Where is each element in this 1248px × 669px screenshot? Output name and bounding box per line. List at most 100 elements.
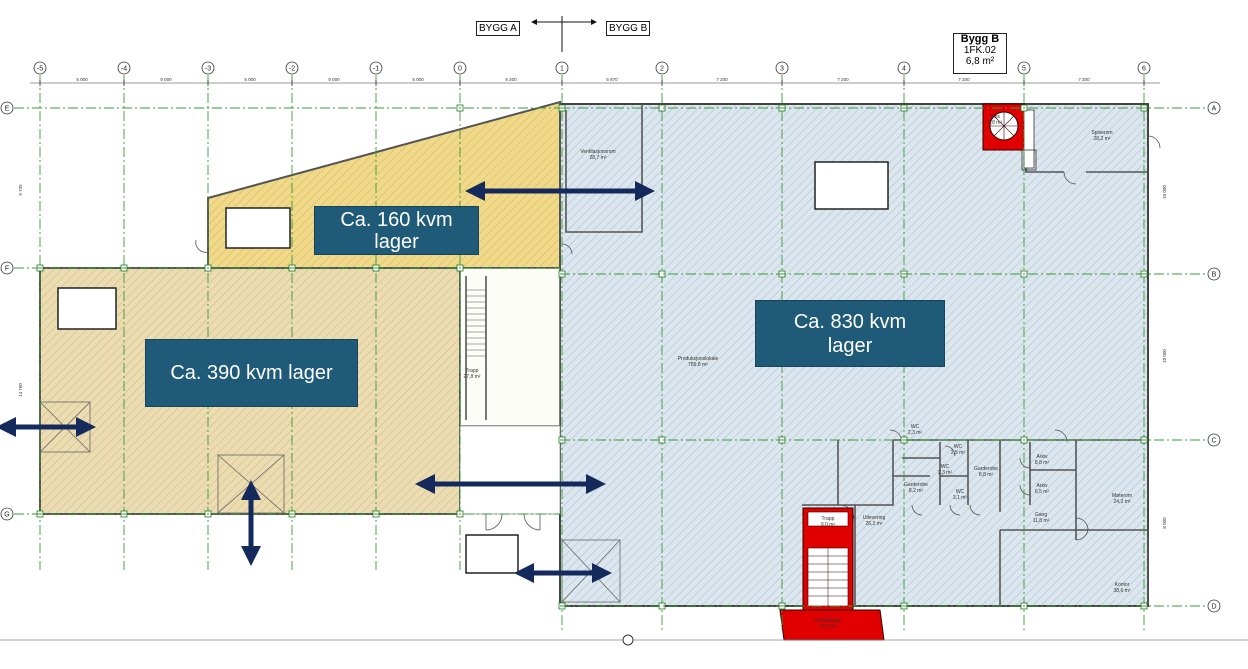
grid-label-row: G [4,512,9,519]
room-area: 28,7 m² [590,155,607,161]
row-dimension: 9 735 [18,184,23,196]
grid-label-col: -3 [205,66,211,73]
grid-label-col: 2 [660,66,664,73]
grid-bubble-row [0,261,14,275]
span-dimension: 7 200 [958,77,970,82]
room-area: 3,1 m² [953,495,968,501]
building-info-box: Bygg B 1FK.02 6,8 m² [953,33,1007,74]
skylight-left [57,287,117,330]
grid-bubble-row [1207,433,1221,447]
room-name: Trapp [822,516,835,522]
skylight-top [225,207,291,249]
grid-bubble-col [453,61,467,75]
grid-label-row: C [1211,438,1216,445]
grid-bubble-col [1017,61,1031,75]
room-name: Kontor [1115,582,1130,588]
building-divider [531,16,597,52]
grid-bubble-col [775,61,789,75]
room-name: Produksjonslokale [678,356,719,362]
room-name: Møterom [1112,493,1132,499]
skylight-outside [465,534,519,574]
span-dimension: 5 000 [328,77,340,82]
grid-label-row: B [1212,272,1217,279]
room-area: 2,5 m² [951,450,966,456]
room-name: Arkiv [1036,483,1048,489]
room-area: 6,5 m² [1035,489,1050,495]
row-dimension: 10 000 [1162,349,1167,363]
room-area: 789,8 m² [688,362,708,368]
stair-hall [459,267,561,427]
grid-label-row: D [1211,604,1216,611]
span-dimension: 5 000 [76,77,88,82]
room-area: 11,8 m² [1033,518,1050,524]
room-area: 8,2 m² [909,488,924,494]
room-name: Hovedtrapp [815,618,841,624]
room-name: Heis [990,114,1001,120]
room-name: Gang [1035,512,1047,518]
passage [459,425,561,515]
room-name: Utlevering [863,515,886,521]
room-area: 6,8 m² [988,120,1003,126]
span-dimension: 5 000 [244,77,256,82]
room-area: 2,3 m² [938,470,953,476]
room-name: WC [954,444,963,450]
row-dimension: 14 760 [18,383,23,397]
grid-label-col: 3 [780,66,784,73]
room-area: 26,2 m² [866,521,883,527]
room-area: 8,8 m² [1035,460,1050,466]
span-dimension: 5 000 [412,77,424,82]
row-dimension: 8 000 [1162,517,1167,529]
grid-bubble-col [369,61,383,75]
room-area: 27,8 m² [464,374,481,380]
grid-bubble-col [1137,61,1151,75]
skylights [57,161,889,574]
grid-label-col: 6 [1142,66,1146,73]
room-name: Trapp [466,368,479,374]
span-dimension: 7 200 [716,77,728,82]
room-area: 24,3 m² [1114,499,1131,505]
room-area: 2,3 m² [908,430,923,436]
flow-arrows [0,181,655,583]
building-a-tag: BYGG A [476,21,520,36]
info-area: 6,8 m² [965,56,995,67]
area-label-160: Ca. 160 kvm lager [314,206,479,255]
area-label-390: Ca. 390 kvm lager [145,339,358,407]
grid-bubble-row [0,507,14,521]
baseline [0,634,1248,646]
grid-bubble-col [201,61,215,75]
grid-bubble-row [1207,599,1221,613]
grid-label-col: -2 [289,66,295,73]
red-cores [779,103,1037,641]
span-dimension: 5 870 [606,77,618,82]
grid-bubble-col [285,61,299,75]
grid-label-col: 1 [560,66,564,73]
span-dimension: 7 200 [1078,77,1090,82]
grid-label-col: -5 [37,66,43,73]
room-name: Spiserom [1091,130,1112,136]
room-name: WC [956,489,965,495]
room-area: 38,6 m² [1114,588,1131,594]
info-code: 1FK.02 [963,45,997,56]
span-dimension: 6 200 [505,77,517,82]
grid-label-col: -4 [121,66,127,73]
row-dimension: 10 000 [1162,185,1167,199]
grid-bubble-row [1207,101,1221,115]
skylight-right [814,161,889,210]
room-name: Ventilasjonsrom [580,149,615,155]
room-area: 9,0 m² [821,522,836,528]
door-swings [195,135,1161,541]
grid-bubble-row [0,101,14,115]
info-title: Bygg B [960,33,1000,45]
room-area: 8,8 m² [979,472,994,478]
grid-label-col: 4 [902,66,906,73]
room-name: Garderobe [904,482,928,488]
building-b-tag: BYGG B [606,21,651,36]
grid-label-row: E [5,106,10,113]
room-name: Garderobe [974,466,998,472]
room-name: WC [941,464,950,470]
area-label-830: Ca. 830 kvm lager [755,300,945,367]
grid-label-col: 0 [458,66,462,73]
stair-hall-steps [466,289,486,357]
